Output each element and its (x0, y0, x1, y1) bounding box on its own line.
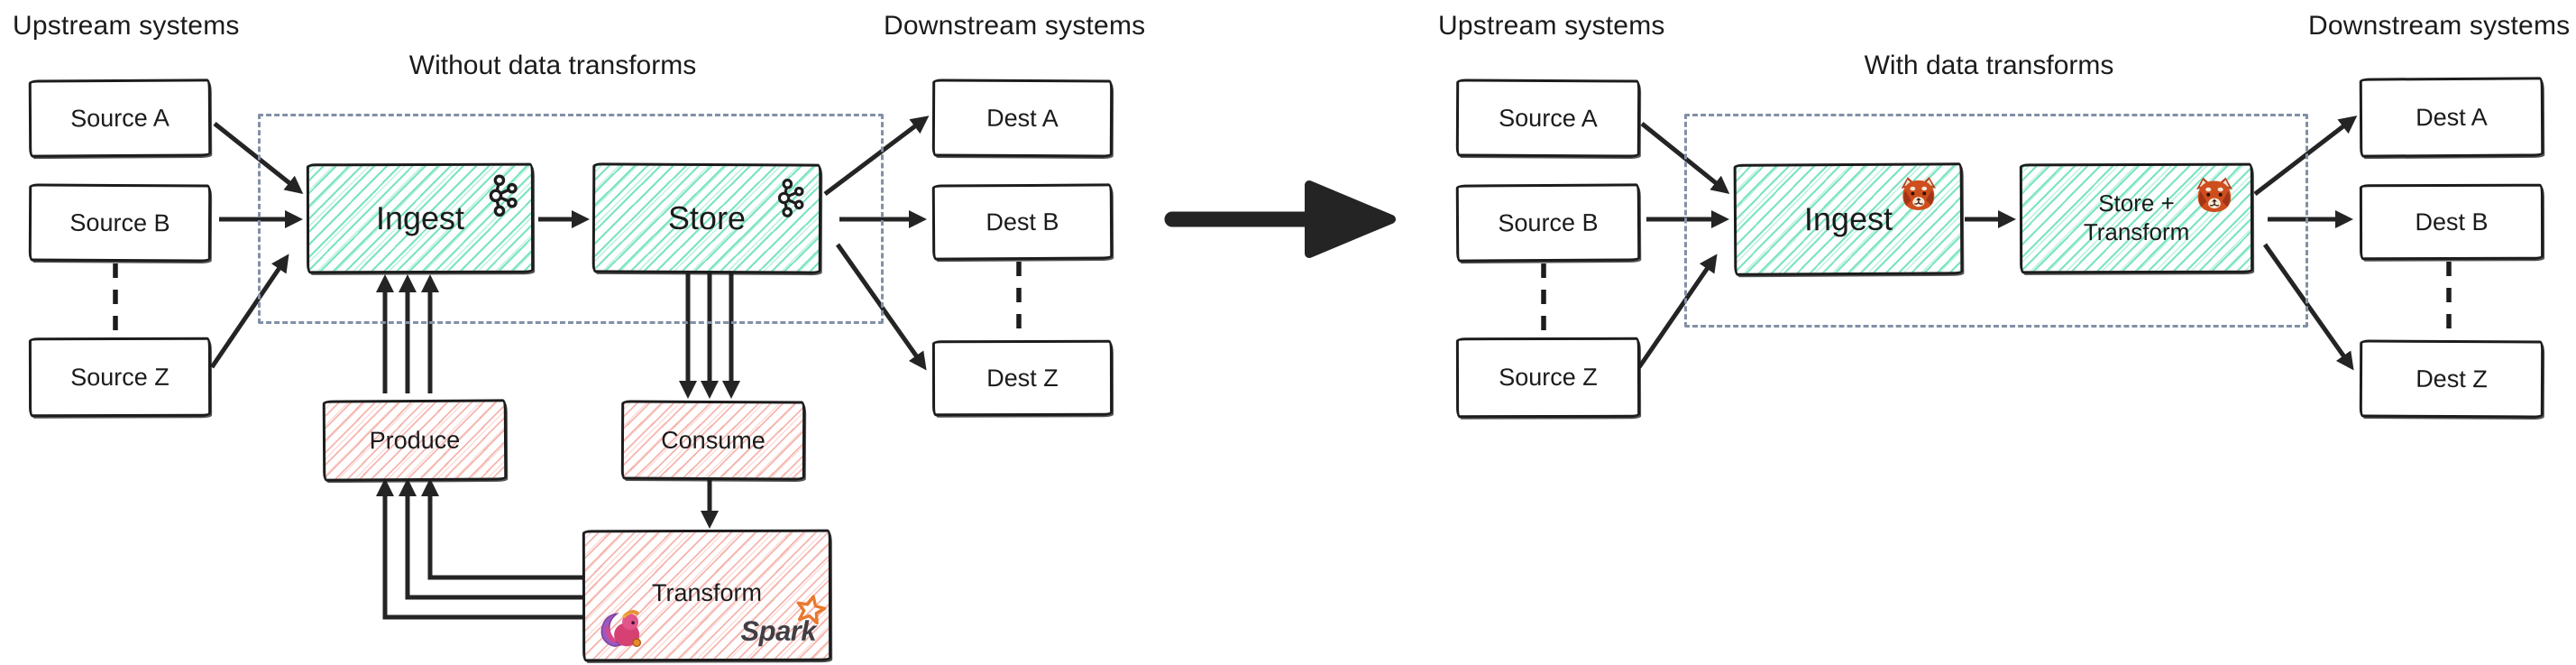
left-source-b-box: Source B (28, 183, 212, 263)
spark-star-icon (794, 594, 827, 626)
right-upstream-systems-label: Upstream systems (1438, 11, 1665, 41)
kafka-icon (771, 177, 807, 218)
right-source-z-label: Source Z (1499, 363, 1598, 392)
right-store-label-line1: Store + (2098, 189, 2175, 217)
arrows-transform-produce (376, 478, 585, 620)
left-store-box: Store (591, 162, 822, 274)
right-source-a-box: Source A (1455, 79, 1641, 158)
left-dest-b-box: Dest B (931, 183, 1114, 261)
consume-box: Consume (620, 400, 806, 481)
left-ingest-label: Ingest (375, 199, 465, 237)
left-dest-b-label: Dest B (985, 208, 1059, 236)
left-downstream-systems-label: Downstream systems (884, 11, 1146, 41)
right-dest-a-label: Dest A (2416, 103, 2488, 131)
left-source-z-label: Source Z (70, 363, 170, 391)
consume-label: Consume (661, 426, 765, 454)
right-dest-b-label: Dest B (2415, 208, 2489, 236)
left-dest-a-label: Dest A (986, 104, 1059, 132)
right-ingest-label: Ingest (1803, 199, 1893, 238)
right-source-b-label: Source B (1498, 208, 1599, 236)
right-diagram-title: With data transforms (1864, 51, 2114, 80)
left-source-b-label: Source B (69, 208, 170, 236)
flink-squirrel-icon (597, 605, 646, 651)
right-source-z-box: Source Z (1455, 337, 1641, 419)
left-source-z-box: Source Z (28, 337, 212, 418)
transform-box: Transform Spark (582, 529, 832, 662)
produce-label: Produce (369, 426, 461, 454)
right-pipeline-dashed-boundary (1684, 114, 2308, 328)
right-source-a-label: Source A (1499, 104, 1598, 132)
kafka-icon (481, 173, 521, 218)
left-pipeline-dashed-boundary (258, 114, 884, 324)
left-dest-z-box: Dest Z (931, 339, 1114, 417)
right-ingest-box: Ingest (1733, 162, 1964, 276)
redpanda-icon (1899, 174, 1939, 212)
transform-label: Transform (651, 578, 763, 607)
right-downstream-systems-label: Downstream systems (2308, 11, 2571, 41)
produce-box: Produce (322, 399, 508, 482)
right-dest-z-box: Dest Z (2359, 339, 2544, 419)
left-diagram-title: Without data transforms (408, 51, 697, 80)
redpanda-icon (2194, 175, 2235, 215)
right-store-label-line2: Transform (2083, 217, 2190, 246)
left-upstream-systems-label: Upstream systems (13, 11, 240, 41)
right-dest-z-label: Dest Z (2416, 365, 2488, 393)
left-ingest-box: Ingest (306, 162, 535, 274)
right-dest-a-box: Dest A (2359, 77, 2544, 158)
left-dest-z-label: Dest Z (986, 364, 1059, 392)
left-dest-a-box: Dest A (931, 79, 1114, 158)
spark-logo: Spark (740, 595, 827, 648)
left-store-label: Store (667, 199, 747, 237)
right-store-transform-box: Store + Transform (2019, 162, 2254, 274)
right-dest-b-box: Dest B (2359, 183, 2544, 261)
big-transition-arrow (1164, 180, 1396, 258)
left-source-a-label: Source A (70, 104, 170, 132)
right-source-b-box: Source B (1455, 183, 1641, 263)
left-source-a-box: Source A (28, 79, 212, 158)
